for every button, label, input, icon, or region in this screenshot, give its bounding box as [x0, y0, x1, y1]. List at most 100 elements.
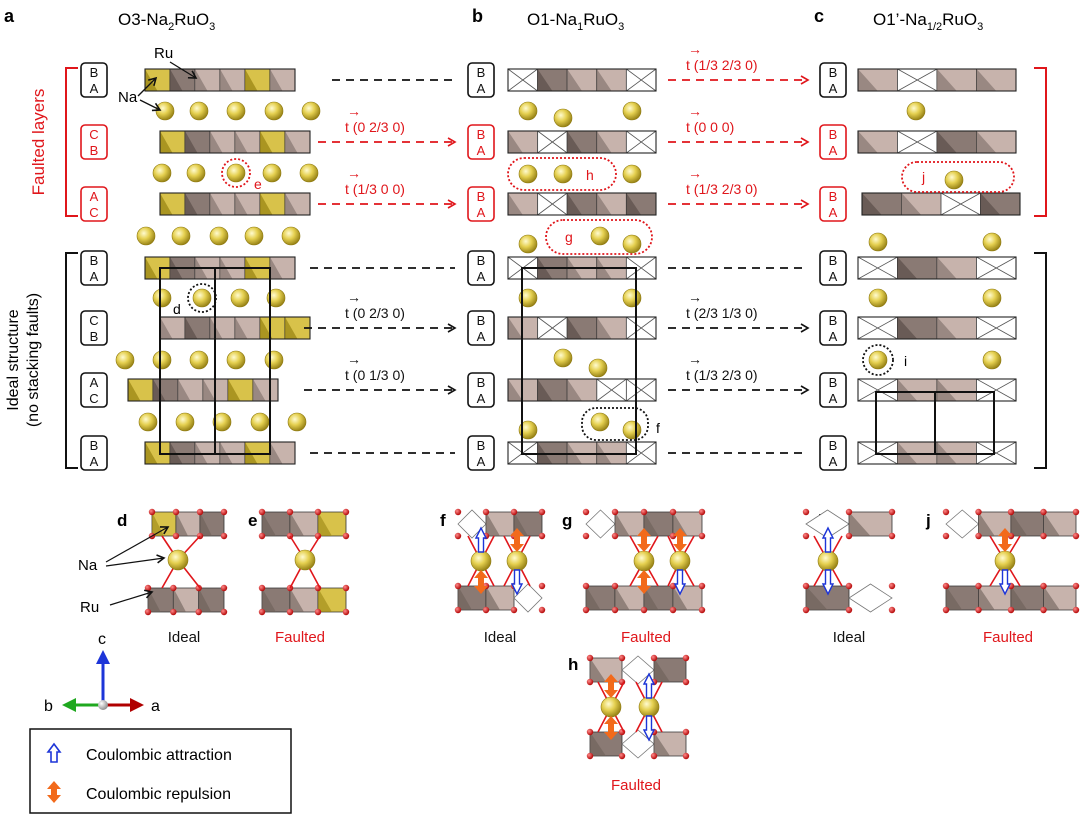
na-atom: [553, 108, 573, 128]
stacking-box-frame: [467, 372, 495, 408]
translation-bc-4: →t (2/3 1/3 0): [686, 289, 758, 321]
stacking-box-frame: [467, 124, 495, 160]
octahedron-shade: [285, 193, 298, 215]
octahedron-shade: [203, 379, 216, 401]
oxygen-atom: [942, 508, 950, 516]
stacking-box-frame: [80, 124, 108, 160]
octahedron-shade: [185, 131, 198, 153]
stacking-letter-top: B: [90, 253, 99, 268]
detail-letter-h: h: [568, 655, 578, 674]
octahedron-shade: [615, 512, 630, 536]
detail-caption-f: Ideal: [484, 629, 517, 646]
stacking-letter-top: B: [90, 438, 99, 453]
stacking-box-frame: [819, 435, 847, 471]
octahedron-shade: [486, 512, 500, 536]
oxygen-atom: [172, 508, 180, 516]
layer-outline: [159, 130, 311, 154]
stacking-box-frame: [819, 250, 847, 286]
detail-panels: dIdealNaRueFaultedfIdealgFaultedhFaulted…: [78, 508, 1080, 794]
empty-site-cross: [596, 378, 627, 402]
empty-site-cross: [537, 192, 568, 216]
stacking-letter-bottom: A: [90, 81, 99, 96]
na-atom: [209, 226, 229, 246]
na-atom: [622, 420, 642, 440]
panel-letter-b: b: [472, 6, 483, 26]
octahedron-shade: [128, 379, 141, 401]
stacking-letter-top: B: [477, 438, 486, 453]
repulsion-arrow: [510, 528, 524, 552]
stacking-letter-bottom: C: [89, 391, 98, 406]
stacking-box-a-5: AC: [80, 372, 108, 408]
stacking-letter-top: B: [477, 313, 486, 328]
octahedron-shade: [185, 193, 198, 215]
stacking-letter-bottom: A: [477, 454, 486, 469]
empty-site-cross: [976, 256, 1017, 280]
callout-i-label: i: [904, 353, 907, 369]
layer-outline: [144, 256, 296, 280]
octahedron-shade: [862, 193, 882, 215]
faulted-layers-label: Faulted layers: [29, 89, 48, 196]
detail-caption-e: Faulted: [275, 629, 325, 646]
stacking-letter-bottom: A: [477, 143, 486, 158]
stacking-box-a-4: CB: [80, 310, 108, 346]
stacking-box-frame: [819, 62, 847, 98]
empty-site-cross: [507, 68, 538, 92]
oxygen-atom: [975, 582, 982, 590]
oxygen-atom: [586, 752, 594, 760]
repulsion-arrow: [474, 570, 488, 594]
attraction-arrow: [821, 526, 835, 553]
oxygen-atom: [845, 532, 853, 540]
stacking-letter-bottom: A: [829, 329, 838, 344]
stacking-box-frame: [819, 310, 847, 346]
oxygen-atom: [698, 606, 706, 614]
callout-h-label: h: [586, 167, 594, 183]
oxygen-atom: [845, 508, 853, 516]
oxygen-atom: [144, 608, 152, 616]
octahedron-shade: [567, 317, 582, 339]
oxygen-atom: [314, 508, 322, 516]
stacking-box-c-3: BA: [819, 250, 847, 286]
callout-f-ellipse: [581, 407, 649, 441]
na-atom: [622, 234, 642, 254]
empty-octahedron: [945, 509, 980, 539]
octahedron-shade: [644, 512, 659, 536]
layer-outline: [857, 441, 1017, 465]
panel-a-title: a O3-Na2RuO3: [4, 6, 215, 33]
translation-ab-5: →t (0 1/3 0): [345, 351, 405, 383]
oxygen-atom: [342, 508, 350, 516]
octahedron-shade: [596, 69, 612, 91]
layer-outline: [507, 192, 657, 216]
na-atom: [186, 163, 206, 183]
octahedron-shade: [318, 588, 332, 612]
octahedron-shade: [976, 69, 997, 91]
oxygen-atom: [258, 532, 266, 540]
oxygen-atom: [802, 582, 810, 590]
na-atom: [817, 550, 839, 572]
octahedron-shade: [596, 317, 612, 339]
translation-bc-2: →t (1/3 2/3 0): [686, 165, 758, 197]
oxygen-atom: [1072, 508, 1080, 516]
octahedron-shade: [626, 193, 642, 215]
detail-caption-j: Faulted: [983, 629, 1033, 646]
panel-letter-c: c: [814, 6, 824, 26]
octahedron-shade: [537, 69, 553, 91]
octahedron-shade: [673, 512, 688, 536]
na-atom: [944, 170, 964, 190]
callout-j-ellipse: [901, 161, 1015, 193]
layer-outline: [857, 378, 1017, 402]
ru-pointer-detail: [109, 589, 154, 606]
stacking-box-b-4: BA: [467, 310, 495, 346]
empty-site-cross: [897, 68, 938, 92]
stacking-letter-bottom: A: [477, 205, 486, 220]
panel-a-formula: O3-Na2RuO3: [118, 10, 215, 33]
layer-a-1: [159, 130, 311, 154]
oxygen-atom: [650, 752, 658, 760]
empty-octahedron: [848, 583, 893, 613]
oxygen-atom: [170, 608, 177, 616]
repulsion-arrow: [637, 528, 651, 552]
na-atom: [588, 358, 608, 378]
octahedron-shade: [596, 131, 612, 153]
oxygen-atom: [220, 584, 228, 592]
